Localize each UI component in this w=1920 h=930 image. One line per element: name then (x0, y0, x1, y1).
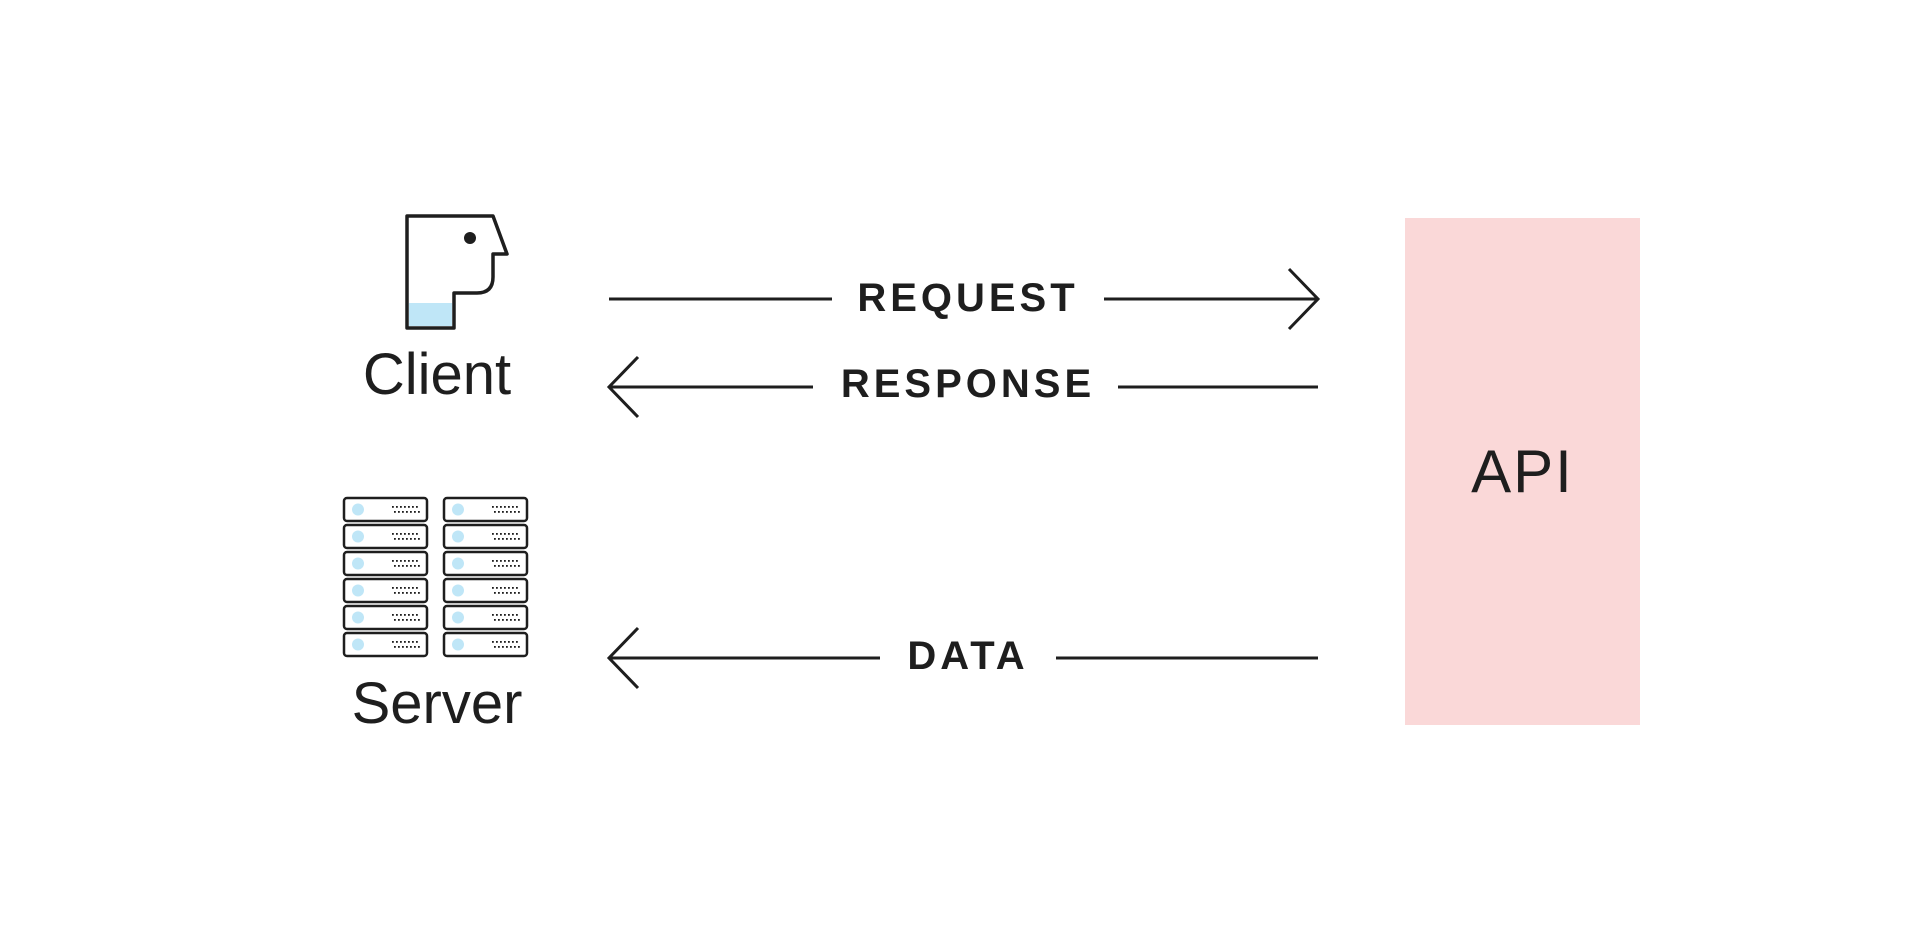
server-label: Server (351, 671, 523, 736)
person-head-icon (405, 214, 509, 330)
data-label: DATA (880, 636, 1056, 676)
server-rack-icon (342, 496, 529, 658)
data-arrow (606, 626, 1318, 690)
response-arrow (606, 355, 1318, 419)
client-label: Client (362, 342, 512, 407)
api-label: API (1471, 438, 1574, 505)
response-label: RESPONSE (818, 364, 1118, 404)
request-label: REQUEST (832, 278, 1104, 318)
api-box: API (1405, 218, 1640, 725)
request-arrow (609, 267, 1321, 331)
